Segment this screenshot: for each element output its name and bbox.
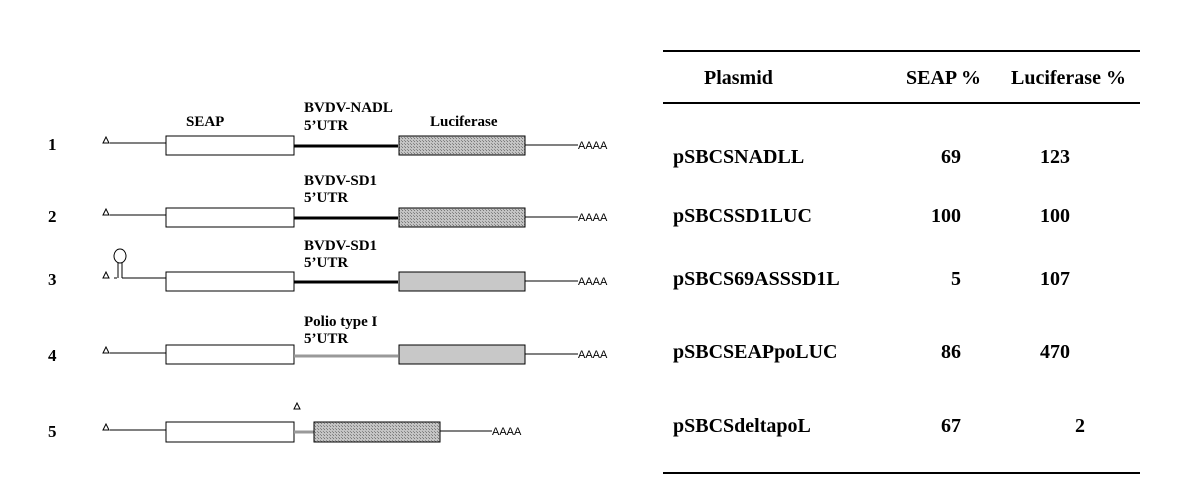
plasmid-name: pSBCSNADLL: [673, 146, 805, 168]
luciferase-value: 100: [1040, 205, 1070, 227]
seap-label: SEAP: [186, 114, 224, 130]
construct-row-5: 5 AAAA: [48, 401, 522, 443]
table-bottom-rule: [663, 472, 1140, 474]
utr-label-line2: 5’UTR: [304, 255, 348, 271]
seap-value: 69: [941, 146, 961, 168]
promoter-triangle-icon: [102, 135, 110, 144]
deletion-triangle-icon: [293, 401, 301, 410]
seap-value: 86: [941, 341, 961, 363]
polya-tail: AAAA: [492, 426, 522, 438]
polya-tail: AAAA: [578, 140, 608, 152]
plasmid-name: pSBCSdeltapoL: [673, 415, 811, 437]
luciferase-value: 470: [1040, 341, 1070, 363]
construct-row-4: 4 Polio type I 5’UTR AAAA: [48, 314, 608, 365]
polya-tail: AAAA: [578, 349, 608, 361]
row-number: 4: [48, 346, 57, 365]
construct-row-3: 3 BVDV-SD1 5’UTR AAAA: [48, 238, 608, 292]
promoter-triangle-icon: [102, 270, 110, 279]
luciferase-box: [398, 207, 526, 228]
construct-row-2: 2 BVDV-SD1 5’UTR AAAA: [48, 173, 608, 228]
table-top-rule: [663, 50, 1140, 52]
polya-tail: AAAA: [578, 276, 608, 288]
promoter-triangle-icon: [102, 422, 110, 431]
luciferase-box: [398, 135, 526, 156]
construct-row-1: 1 SEAP BVDV-NADL 5’UTR Luciferase AAAA: [48, 100, 608, 156]
luciferase-value: 107: [1040, 268, 1070, 290]
row-number: 5: [48, 422, 57, 441]
promoter-triangle-icon: [102, 207, 110, 216]
seap-box: [165, 207, 295, 228]
seap-box: [165, 271, 295, 292]
hairpin-stem-loop-icon: [113, 248, 127, 279]
luciferase-value: 2: [1075, 415, 1085, 437]
row-number: 2: [48, 207, 57, 226]
luciferase-box: [398, 271, 526, 292]
plasmid-name: pSBCSSD1LUC: [673, 205, 812, 227]
expression-table: Plasmid SEAP % Luciferase % pSBCSNADLL 6…: [663, 50, 1140, 476]
seap-value: 100: [931, 205, 961, 227]
luciferase-value: 123: [1040, 146, 1070, 168]
polya-tail: AAAA: [578, 212, 608, 224]
seap-box: [165, 344, 295, 365]
luciferase-label: Luciferase: [430, 114, 498, 130]
seap-box: [165, 421, 295, 443]
table-header-rule: [663, 102, 1140, 104]
header-seap: SEAP %: [906, 67, 982, 89]
utr-label-line2: 5’UTR: [304, 331, 348, 347]
utr-label-line1: BVDV-NADL: [304, 100, 393, 116]
luciferase-box: [398, 344, 526, 365]
utr-label-line2: 5’UTR: [304, 190, 348, 206]
utr-label-line1: BVDV-SD1: [304, 173, 377, 189]
seap-box: [165, 135, 295, 156]
promoter-triangle-icon: [102, 345, 110, 354]
construct-diagram: 1 SEAP BVDV-NADL 5’UTR Luciferase AAAA 2…: [48, 100, 608, 443]
plasmid-name: pSBCSEAPpoLUC: [673, 341, 838, 363]
seap-value: 67: [941, 415, 961, 437]
header-luciferase: Luciferase %: [1011, 67, 1126, 89]
luciferase-box: [313, 421, 441, 443]
row-number: 1: [48, 135, 57, 154]
row-number: 3: [48, 270, 57, 289]
header-plasmid: Plasmid: [704, 67, 773, 89]
utr-label-line2: 5’UTR: [304, 118, 348, 134]
utr-label-line1: BVDV-SD1: [304, 238, 377, 254]
seap-value: 5: [951, 268, 961, 290]
utr-label-line1: Polio type I: [304, 314, 377, 330]
plasmid-name: pSBCS69ASSSD1L: [673, 268, 840, 290]
